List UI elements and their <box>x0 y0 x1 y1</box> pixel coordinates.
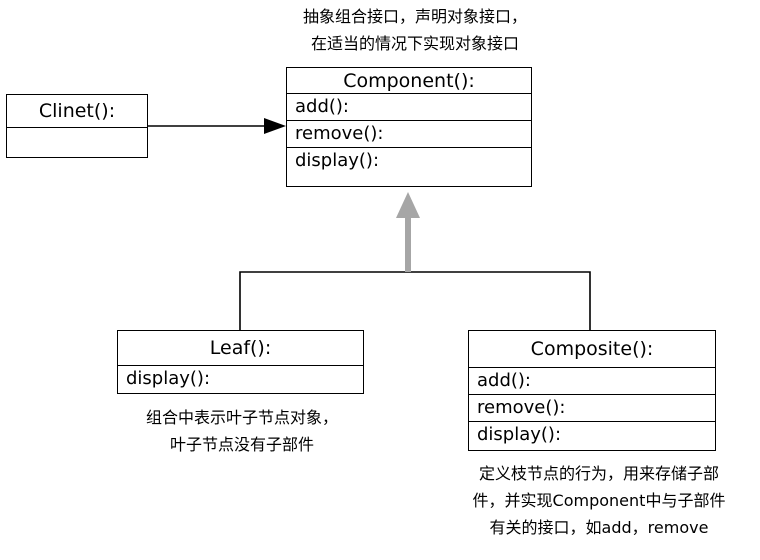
composite-class-title: Composite(): <box>469 331 715 368</box>
leaf-class[interactable]: Leaf(): display(): <box>117 330 364 394</box>
leaf-method-display: display(): <box>126 368 211 389</box>
leaf-note: 组合中表示叶子节点对象， 叶子节点没有子部件 <box>92 404 392 458</box>
inheritance-branch-line <box>239 271 591 330</box>
component-method-display: display(): <box>295 150 380 171</box>
component-class-title: Component(): <box>287 68 531 94</box>
client-class[interactable]: Clinet(): <box>6 94 148 158</box>
association-arrowhead <box>264 118 286 134</box>
composite-note-line-3: 有关的接口，如add，remove <box>489 518 709 537</box>
composite-method-remove: remove(): <box>469 395 715 422</box>
component-method-remove: remove(): <box>287 121 531 148</box>
leaf-class-title: Leaf(): <box>118 331 363 366</box>
component-method-add: add(): <box>287 94 531 121</box>
component-class[interactable]: Component(): add(): remove(): display(): <box>286 67 532 187</box>
composite-class[interactable]: Composite(): add(): remove(): display(): <box>468 330 716 451</box>
composite-method-display: display(): <box>477 424 562 445</box>
component-note-line-2: 在适当的情况下实现对象接口 <box>310 34 519 53</box>
leaf-note-line-2: 叶子节点没有子部件 <box>169 435 314 454</box>
inheritance-arrowhead <box>396 192 420 218</box>
leaf-note-line-1: 组合中表示叶子节点对象， <box>145 408 338 427</box>
composite-note-line-1: 定义枝节点的行为，用来存储子部 <box>478 464 719 483</box>
composite-method-add: add(): <box>469 368 715 395</box>
composite-note-line-2: 件，并实现Component中与子部件 <box>472 491 726 510</box>
composite-note: 定义枝节点的行为，用来存储子部 件，并实现Component中与子部件 有关的接… <box>440 460 758 541</box>
client-class-body <box>7 128 147 155</box>
component-note-line-1: 抽象组合接口，声明对象接口， <box>302 7 527 26</box>
client-class-title: Clinet(): <box>7 95 147 128</box>
component-note: 抽象组合接口，声明对象接口， 在适当的情况下实现对象接口 <box>250 3 580 57</box>
